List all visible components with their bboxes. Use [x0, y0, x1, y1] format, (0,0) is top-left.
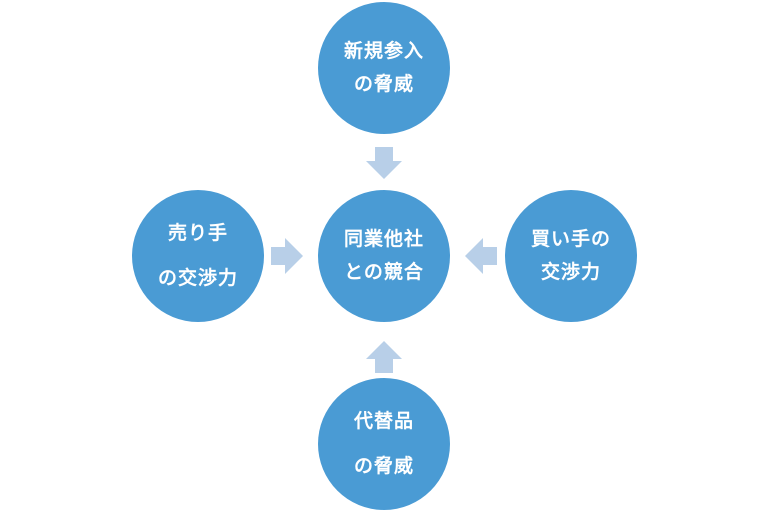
- node-substitutes-threat: 代替品 の脅威: [318, 378, 450, 510]
- node-buyer-power: 買い手の 交渉力: [505, 190, 637, 322]
- node-label-line2: との競合: [344, 261, 424, 283]
- arrow-right-icon: [268, 236, 308, 276]
- node-label-line1: 売り手: [167, 222, 228, 245]
- node-label-line1: 代替品: [353, 410, 414, 433]
- node-new-entrants-threat: 新規参入 の脅威: [318, 2, 450, 134]
- node-label-line2: の脅威: [353, 73, 414, 95]
- arrow-left-icon: [460, 236, 500, 276]
- node-label-line2: の交渉力: [157, 267, 238, 289]
- node-label-line2: の脅威: [353, 455, 414, 477]
- node-label-line1: 同業他社: [343, 228, 424, 251]
- node-label-line1: 買い手の: [530, 228, 611, 251]
- arrow-down-icon: [364, 144, 404, 184]
- node-industry-rivalry: 同業他社 との競合: [318, 190, 450, 322]
- node-label-line2: 交渉力: [540, 261, 601, 283]
- node-label-line1: 新規参入: [343, 40, 424, 63]
- node-supplier-power: 売り手 の交渉力: [132, 190, 264, 322]
- arrow-up-icon: [364, 336, 404, 376]
